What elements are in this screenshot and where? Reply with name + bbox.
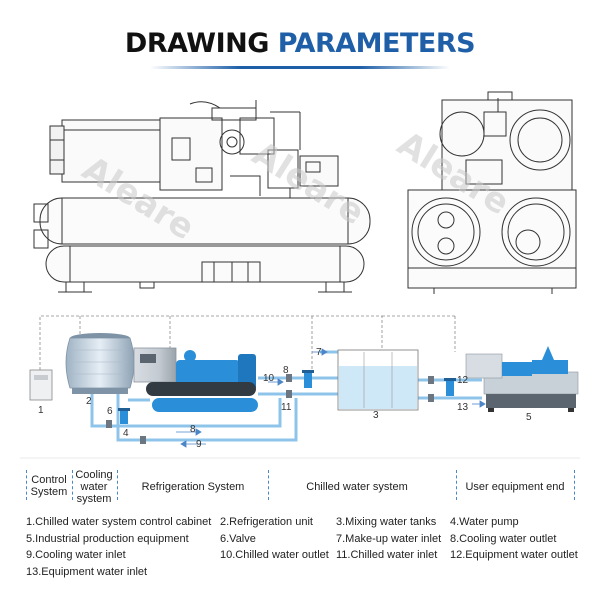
legend-item: 9.Cooling water inlet [26,549,126,561]
legend-item: 7.Make-up water inlet [336,533,442,545]
control-cabinet [29,369,53,401]
mixing-water-tank [337,349,419,411]
valve [428,394,434,402]
legend-item: 2.Refrigeration unit [220,516,313,528]
label-12: 12 [457,375,469,386]
legend-item: 3.Mixing water tanks [336,516,437,528]
water-pump-chilled [302,370,314,388]
legend-item: 12.Equipment water outlet [450,549,578,561]
page-title: DRAWING PARAMETERS [0,28,600,59]
legend-item: 10.Chilled water outlet [220,549,329,561]
control-wiring [39,315,456,380]
category-control-line1: Control [31,474,67,486]
legend-item: 5.Industrial production equipment [26,533,189,545]
label-2: 2 [86,396,92,407]
category-control-system: Control System [28,474,70,498]
label-9: 9 [196,439,202,450]
category-user-equipment-end: User equipment end [465,481,565,493]
title-part-drawing: DRAWING [124,28,278,59]
title-underline [150,66,450,69]
label-8-upper: 8 [283,365,289,376]
valve [286,390,292,398]
legend-item: 11.Chilled water inlet [336,549,438,561]
category-cooling-line2: water [80,481,108,493]
flow-arrows [176,348,486,448]
legend-item: 1.Chilled water system control cabinet [26,516,212,528]
valve [106,420,112,428]
category-cooling-line3: system [76,493,112,505]
title-part-parameters: PARAMETERS [277,28,476,59]
category-chilled-water-system: Chilled water system [306,481,408,493]
chiller-side-view [33,100,371,293]
chiller-end-view [407,91,577,294]
label-10: 10 [263,373,275,384]
valve [428,376,434,384]
category-cooling-line1: Cooling [75,469,113,481]
label-6: 6 [107,406,113,417]
valve [140,436,146,444]
label-3: 3 [373,410,379,421]
category-control-line2: System [30,486,68,498]
valves [106,374,434,444]
process-flow-diagram: 1 2 3 4 5 6 7 8 9 10 11 12 13 8 [29,315,579,450]
refrigeration-unit [133,347,258,412]
category-separator [268,470,269,500]
water-pump-cooling [118,408,130,424]
label-4: 4 [123,428,129,439]
category-separator [117,470,118,500]
label-1: 1 [38,405,44,416]
industrial-production-equipment [465,346,579,412]
legend-item: 13.Equipment water inlet [26,566,148,578]
legend-item: 6.Valve [220,533,256,545]
category-separator [72,470,73,500]
label-11: 11 [281,402,292,413]
label-8: 8 [190,424,196,435]
label-13: 13 [457,402,469,413]
legend-item: 8.Cooling water outlet [450,533,557,545]
legend-item: 4.Water pump [450,516,519,528]
cooling-tower [65,333,135,394]
label-7: 7 [316,347,322,358]
label-5: 5 [526,412,532,423]
water-pump-equipment [444,378,456,396]
category-separator [26,470,27,500]
category-separator [574,470,575,500]
category-separator [456,470,457,500]
category-refrigeration-system: Refrigeration System [141,481,245,493]
valve [286,374,292,382]
category-cooling-water-system: Cooling water system [73,469,115,505]
